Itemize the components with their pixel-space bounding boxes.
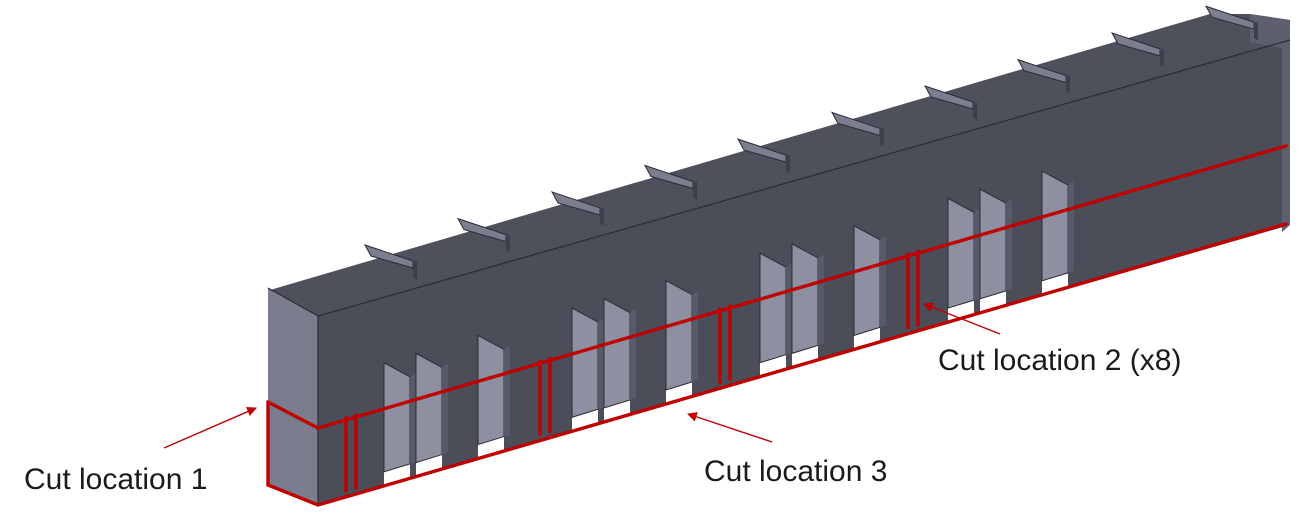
label-cut-location-3: Cut location 3 [704, 455, 887, 488]
top-ridge-side [880, 128, 884, 147]
top-ridge-side [693, 181, 697, 200]
top-ridge-side [413, 261, 417, 280]
top-ridge-side [786, 155, 790, 174]
rib-side [442, 363, 448, 455]
rib-side [504, 345, 510, 437]
slot-opening [478, 436, 504, 459]
rib-side [410, 372, 416, 464]
rib-face [759, 252, 787, 364]
cut-line-2-set [344, 249, 920, 493]
rib-face [979, 188, 1007, 300]
rib-side [974, 208, 980, 301]
slot-opening [1042, 272, 1068, 295]
slot-opening [416, 454, 442, 477]
top-ridge-side [973, 102, 977, 121]
rib-side [880, 235, 886, 328]
rib-face [853, 225, 881, 337]
top-ridge-side [600, 207, 604, 226]
beam-top-face [270, 14, 1290, 316]
slot-opening [980, 290, 1006, 313]
rib-face [603, 297, 631, 409]
cut-lines [266, 144, 1288, 507]
rib-side [630, 308, 636, 400]
beam-near-end-face [268, 288, 318, 505]
slot-opening [666, 381, 692, 404]
cut-line-3 [316, 144, 1288, 430]
slot-opening [604, 399, 630, 422]
top-ridge-side [1160, 48, 1164, 67]
rib-side [598, 318, 604, 410]
rib-face [665, 279, 693, 391]
rib-side [786, 263, 792, 355]
label-cut-location-2: Cut location 2 (x8) [938, 344, 1181, 377]
label-cut-location-1: Cut location 1 [24, 463, 207, 496]
slot-openings [383, 170, 1074, 486]
rib-side [1068, 181, 1074, 273]
slot-opening [760, 354, 786, 377]
slot-opening [792, 345, 818, 368]
rib-face [415, 352, 443, 464]
rib-side [818, 253, 824, 346]
cut-line-1 [266, 400, 320, 430]
top-ridges [363, 5, 1258, 280]
leaders [163, 302, 1001, 449]
top-ridge-side [506, 234, 510, 253]
leader-cut-3 [687, 412, 773, 443]
slot-opening [854, 327, 880, 350]
rib-face [947, 197, 975, 309]
cut-line-bottom [266, 222, 1288, 507]
slot-opening [384, 463, 410, 486]
rib-face [571, 307, 599, 418]
rib-face [1041, 170, 1069, 282]
leader-cut-1 [163, 407, 257, 449]
slot-opening [572, 409, 598, 432]
top-ridge-side [1066, 75, 1070, 94]
rib-face [791, 243, 819, 355]
rib-face [383, 361, 411, 473]
rib-side [692, 290, 698, 382]
rib-face [477, 334, 505, 446]
leader-cut-2 [923, 302, 1001, 335]
top-ridge-side [1254, 22, 1258, 41]
rib-side [1006, 199, 1012, 291]
